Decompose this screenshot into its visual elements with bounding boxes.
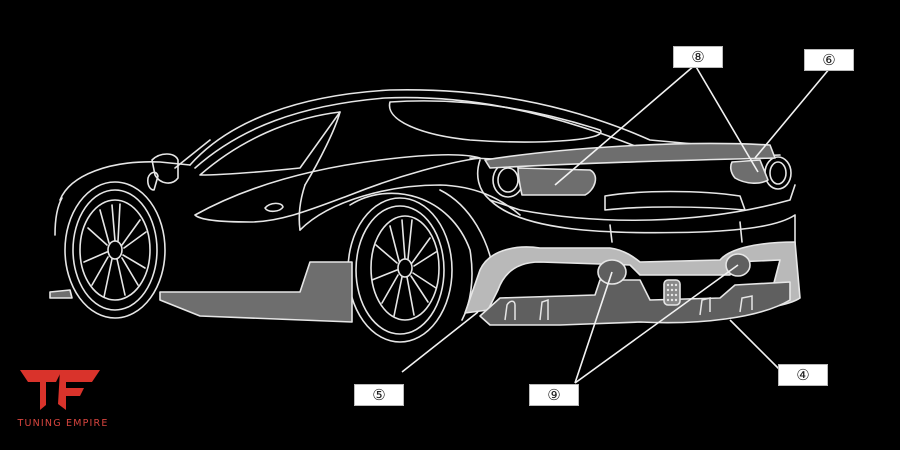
rear-grille-vent	[604, 190, 746, 211]
rear-body-outline	[476, 159, 796, 222]
rear-bumper-frame	[464, 241, 801, 314]
right-taillight-panel	[729, 159, 769, 184]
callout-6-label: ⑥	[822, 51, 836, 69]
callout-4-label: ④	[796, 366, 810, 384]
callout-9: ⑨	[529, 384, 579, 406]
rear-diffuser	[479, 279, 791, 326]
side-window	[199, 111, 341, 176]
rear-wheel-tyre	[347, 197, 453, 343]
side-skirt	[159, 261, 353, 323]
callout-5-label: ⑤	[372, 386, 386, 404]
front-wheel-tyre	[64, 181, 166, 319]
callout-8: ⑧	[673, 46, 723, 68]
left-taillight-panel	[517, 167, 597, 196]
front-wheel-rim	[79, 199, 151, 301]
tuning-empire-logo-mark	[20, 370, 100, 410]
rear-fog-light	[663, 279, 681, 306]
front-fender	[59, 161, 191, 201]
door-handle	[264, 202, 284, 213]
callout-4: ④	[778, 364, 828, 386]
side-intake	[194, 153, 481, 223]
mirror	[151, 153, 179, 184]
roofline	[189, 88, 761, 166]
callout-8-label: ⑧	[691, 48, 705, 66]
callout-9-label: ⑨	[547, 386, 561, 404]
leader-lines	[401, 64, 831, 384]
rear-spoiler-lip	[484, 142, 776, 169]
rear-haunch	[299, 184, 521, 231]
front-splitter-edge	[49, 289, 73, 299]
callout-5: ⑤	[354, 384, 404, 406]
logo-wordmark: TUNING EMPIRE	[17, 418, 109, 429]
fog-light-dots	[666, 283, 678, 302]
rear-wheel-rim	[370, 215, 440, 321]
rear-window	[388, 100, 602, 143]
callout-6: ⑥	[804, 49, 854, 71]
